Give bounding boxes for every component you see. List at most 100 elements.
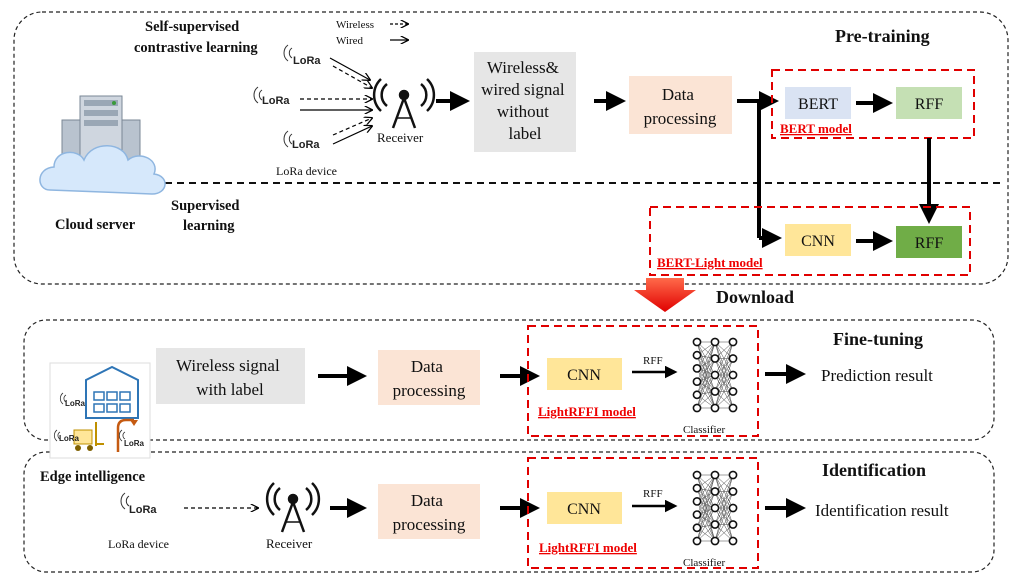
nn-edge (714, 474, 734, 509)
nn-edge (696, 341, 716, 392)
pre-signal-text: Wireless& wired signal without label (481, 58, 569, 143)
sup-label-line1: Supervised (171, 198, 240, 214)
nn-edge (696, 358, 716, 382)
nn-edge (696, 341, 716, 376)
nn-edge (696, 358, 716, 395)
ft-cnn-text: CNN (567, 367, 601, 384)
nn-edge (714, 341, 734, 409)
nn-node (710, 536, 720, 546)
svg-text:LoRa: LoRa (59, 434, 80, 443)
lora-icon: LoRa (283, 130, 320, 151)
identification-result: Identification result (815, 501, 949, 520)
legend-wired-label: Wired (336, 35, 364, 47)
nn-node (710, 503, 720, 513)
nn-node (728, 337, 738, 347)
nn-edge (714, 374, 734, 409)
identification-title: Identification (822, 460, 926, 480)
nn-node (710, 470, 720, 480)
nn-node (692, 377, 702, 386)
nn-node (692, 536, 702, 546)
lora-icon: LoRa (120, 492, 157, 516)
nn-edge (696, 491, 716, 515)
rff-text-bert: RFF (915, 96, 944, 113)
lora-to-receiver-arrows (300, 57, 372, 145)
id-data-processing-box (378, 484, 480, 539)
rff-box-bert (896, 87, 962, 119)
nn-edge (696, 488, 716, 509)
lora-icon: LoRa (253, 86, 290, 107)
lora-icon: LoRa (53, 429, 80, 443)
finetuning-panel (23, 319, 995, 441)
identification-panel (23, 451, 995, 573)
bert-light-model-label: BERT-Light model (657, 255, 763, 270)
ssl-label-line2: contrastive learning (134, 40, 258, 56)
bert-light-model-frame (649, 206, 971, 276)
cnn-text-bertlight: CNN (801, 233, 835, 250)
neural-network-icon (692, 470, 738, 546)
nn-edge (696, 355, 716, 376)
nn-edge (696, 341, 716, 369)
svg-text:LoRa: LoRa (129, 504, 157, 516)
nn-node (728, 503, 738, 513)
warehouse-icon (85, 365, 139, 419)
bert-text: BERT (798, 96, 838, 113)
ft-signal-text: Wireless signal with label (176, 356, 284, 399)
lora-icon: LoRa (283, 44, 321, 67)
nn-edge (714, 474, 734, 542)
nn-edge (696, 488, 716, 525)
ssl-label-line1: Self-supervised (145, 19, 239, 35)
nn-node (728, 470, 738, 480)
id-cnn-box (547, 492, 622, 524)
prediction-result: Prediction result (821, 366, 933, 385)
finetuning-title: Fine-tuning (833, 329, 923, 349)
download-arrow-icon (634, 278, 696, 312)
edge-intelligence-label: Edge intelligence (40, 469, 146, 485)
nn-node (692, 363, 702, 373)
nn-edge (696, 491, 716, 542)
nn-node (710, 354, 720, 363)
nn-node (692, 496, 702, 506)
nn-edge (714, 341, 734, 376)
antenna-icon (372, 78, 436, 129)
streetlight-icon (116, 418, 138, 452)
nn-node (728, 487, 738, 496)
id-cnn-text: CNN (567, 501, 601, 518)
svg-text:LoRa: LoRa (292, 139, 320, 151)
nn-edge (696, 474, 716, 515)
ft-classifier-label: Classifier (683, 424, 725, 436)
bert-model-frame (771, 69, 975, 139)
nn-node (692, 390, 702, 400)
pretraining-panel (13, 11, 1009, 285)
neural-network-icon (692, 337, 738, 413)
lora-icon: LoRa (59, 392, 86, 408)
forklift-icon (73, 422, 104, 451)
nn-node (728, 370, 738, 380)
nn-node (710, 370, 720, 380)
lora-device-label: LoRa device (276, 164, 337, 178)
nn-edge (714, 491, 734, 542)
id-lightrffi-label: LightRFFI model (539, 540, 637, 555)
nn-node (692, 337, 702, 347)
ft-signal-box (156, 348, 305, 404)
nn-edge (696, 341, 716, 395)
bert-model-label: BERT model (780, 121, 852, 136)
nn-edge (696, 474, 716, 502)
nn-node (692, 483, 702, 493)
nn-edge (714, 358, 734, 409)
nn-node (728, 403, 738, 413)
legend-wireless-label: Wireless (336, 19, 374, 31)
nn-edge (714, 474, 734, 525)
cloud-server-label: Cloud server (55, 217, 136, 233)
nn-node (692, 510, 702, 519)
ft-lightrffi-label: LightRFFI model (538, 404, 636, 419)
ft-data-processing-box (378, 350, 480, 405)
nn-edge (696, 341, 716, 382)
cloud-server-icon (39, 95, 166, 195)
nn-edge (696, 374, 716, 409)
nn-edge (696, 474, 716, 528)
nn-edge (696, 507, 716, 528)
svg-text:LoRa: LoRa (124, 439, 145, 448)
id-data-processing-text: Data processing (393, 491, 466, 534)
id-receiver-label: Receiver (266, 536, 313, 551)
